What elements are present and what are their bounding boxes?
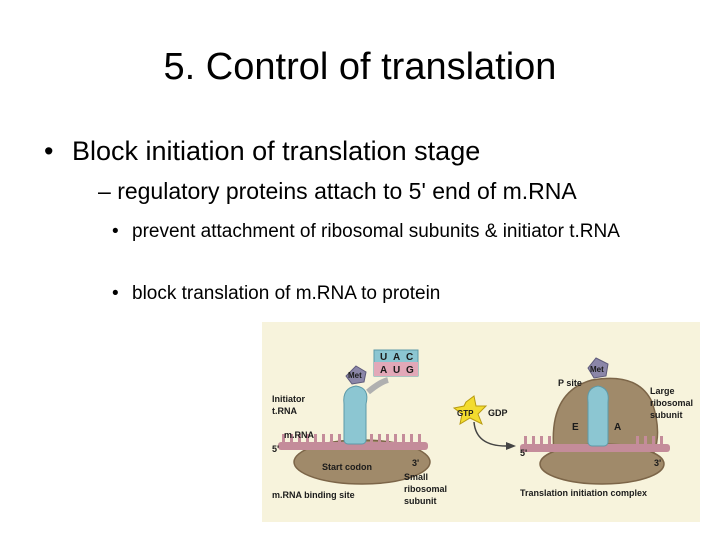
bullet-text: block translation of m.RNA to protein bbox=[132, 283, 441, 304]
met-left-icon bbox=[345, 365, 367, 385]
initiator-trna-body bbox=[343, 399, 367, 445]
small-subunit-label-1: Small bbox=[404, 472, 428, 482]
start-codon-label: Start codon bbox=[322, 462, 372, 472]
large-subunit-label-3: subunit bbox=[650, 410, 683, 420]
five-prime-right: 5' bbox=[520, 448, 527, 458]
small-subunit-label-3: subunit bbox=[404, 496, 437, 506]
bullet-dot: • bbox=[44, 136, 54, 166]
codon-bottom-2: U bbox=[393, 365, 400, 376]
initiator-trna-label-2: t.RNA bbox=[272, 406, 297, 416]
small-subunit-label-2: ribosomal bbox=[404, 484, 447, 494]
bullet-text: regulatory proteins attach to 5' end of … bbox=[117, 178, 577, 204]
codon-top-1: U bbox=[380, 352, 387, 363]
p-site-label: P site bbox=[558, 378, 582, 388]
slide-title: 5. Control of translation bbox=[163, 46, 557, 88]
bullet-dash: – bbox=[98, 178, 118, 204]
bullet-dot: • bbox=[112, 283, 119, 304]
codon-top-2: A bbox=[393, 352, 400, 363]
mrna-strand-right bbox=[520, 444, 670, 452]
bullet-level-2: – regulatory proteins attach to 5' end o… bbox=[98, 176, 577, 206]
bullet-dot: • bbox=[112, 221, 119, 242]
e-site-label: E bbox=[572, 422, 579, 433]
bullet-text: prevent attachment of ribosomal subunits… bbox=[132, 221, 620, 242]
large-subunit-label-1: Large bbox=[650, 386, 675, 396]
met-left-label: Met bbox=[348, 371, 362, 380]
trna-in-p-site-loop bbox=[587, 385, 609, 403]
mrna-label: m.RNA bbox=[284, 430, 315, 440]
translation-initiation-complex-label: Translation initiation complex bbox=[520, 488, 647, 498]
translation-initiation-figure: Met U A C A U G Initiator t.RNA m.RNA 5'… bbox=[262, 322, 700, 522]
gtp-burst-icon bbox=[452, 395, 488, 426]
codon-top-3: C bbox=[406, 352, 413, 363]
three-prime-left: 3' bbox=[412, 458, 419, 468]
mrna-binding-site-label: m.RNA binding site bbox=[272, 490, 355, 500]
initiator-trna-loop bbox=[343, 385, 368, 405]
codon-bottom-3: G bbox=[406, 365, 414, 376]
reaction-arrow-head bbox=[506, 442, 516, 450]
trna-in-p-site bbox=[587, 397, 609, 447]
large-subunit-label-2: ribosomal bbox=[650, 398, 693, 408]
five-prime-left: 5' bbox=[272, 444, 279, 454]
a-site-label: A bbox=[614, 422, 621, 433]
met-right-icon bbox=[587, 357, 609, 379]
mrna-bases-right bbox=[524, 436, 663, 446]
mrna-bases-left bbox=[282, 434, 421, 444]
codon-bottom-1: A bbox=[380, 365, 387, 376]
reaction-arrow-curve bbox=[473, 421, 507, 447]
gtp-label: GTP bbox=[457, 409, 474, 418]
bullet-text: Block initiation of translation stage bbox=[72, 136, 481, 166]
gdp-label: GDP bbox=[488, 408, 508, 418]
figure-svg: Met U A C A U G Initiator t.RNA m.RNA 5'… bbox=[262, 322, 700, 522]
met-right-label: Met bbox=[590, 365, 604, 374]
codon-zoom-arrow bbox=[366, 377, 389, 395]
codon-box-bottom bbox=[374, 362, 418, 376]
three-prime-right: 3' bbox=[654, 458, 661, 468]
initiator-trna-label-1: Initiator bbox=[272, 394, 305, 404]
